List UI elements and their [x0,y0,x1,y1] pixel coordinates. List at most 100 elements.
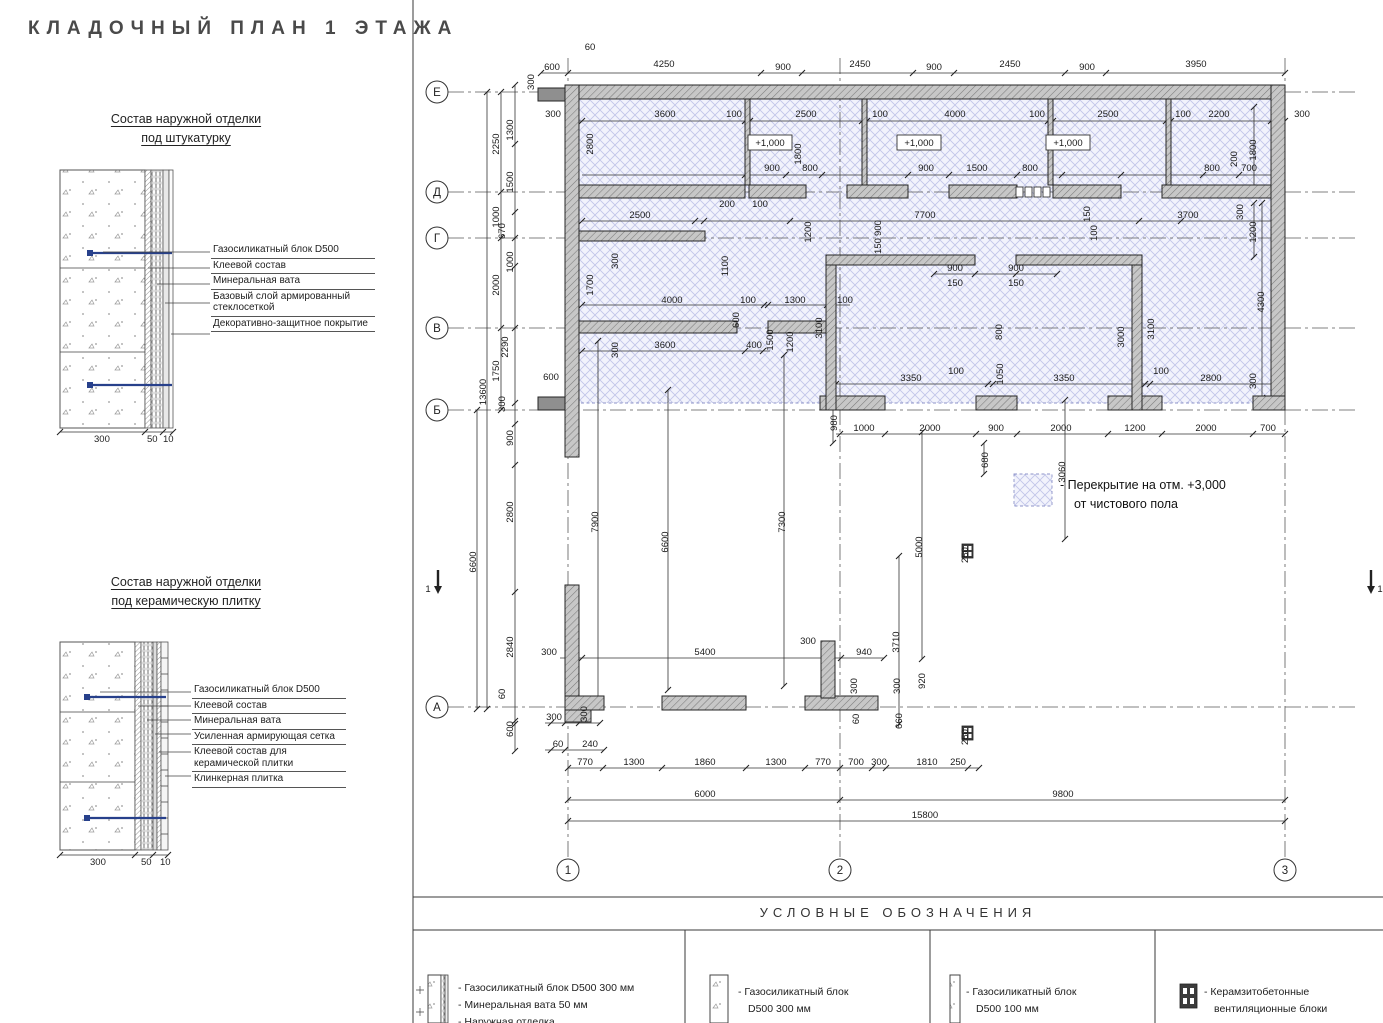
dim-label: 300 [892,678,903,694]
vent-blocks [961,186,1051,741]
dim-label: 2800 [1200,373,1221,384]
layer-label: Клинкерная плитка [192,772,346,788]
legend-item: - Газосиликатный блок D500 300 мм - Мине… [458,982,635,1023]
dim-label: 1200 [785,331,796,352]
walls [537,84,1286,723]
layer-label: Клеевой состав [192,699,346,714]
dim-label: 700 [848,757,864,768]
dim-label: 1050 [995,363,1006,384]
dim-label: 600 [505,721,516,737]
dim-label: 1300 [505,119,516,140]
dim-label: 2800 [505,501,516,522]
dim-label: 100 [1175,109,1191,120]
detail2-dim: 50 [141,857,152,868]
dim-label: 1500 [505,171,516,192]
dim-label: 900 [1008,263,1024,274]
dim-label: 7300 [777,511,788,532]
detail2-dim: 10 [160,857,171,868]
dim-label: 100 [1089,225,1100,241]
dim-label: 1 [425,584,430,595]
detail2-layer-list: Газосиликатный блок D500 Клеевой состав … [192,683,346,788]
detail1-dim: 300 [94,434,110,445]
dim-label: 1200 [803,221,814,242]
dim-label: 900 [505,430,516,446]
detail1-dim: 50 [147,434,158,445]
dim-label: 100 [726,109,742,120]
dim-label: 2500 [795,109,816,120]
dim-label: 100 [948,366,964,377]
axis-col-label: 2 [837,865,843,877]
layer-label: Усиленная армирующая сетка [192,730,346,745]
dim-label: 4250 [653,59,674,70]
legend-swatches [416,974,1198,1023]
dim-label: 2000 [1195,423,1216,434]
dim-label: 900 [775,62,791,73]
dim-label: 4000 [661,295,682,306]
axis-row-label: Д [433,187,441,199]
dim-label: 1860 [694,757,715,768]
dim-label: 660 [894,713,905,729]
legend-title: УСЛОВНЫЕ ОБОЗНАЧЕНИЯ [759,905,1037,920]
layer-label: Минеральная вата [192,714,346,730]
dim-label: 1300 [784,295,805,306]
dim-label: 300 [1235,204,1246,220]
detail1-heading: Состав наружной отделки под штукатурку [110,112,262,145]
dim-label: 1000 [505,251,516,272]
dim-label: 6600 [468,551,479,572]
dim-label: 600 [543,372,559,383]
dim-label: 3100 [1146,318,1157,339]
dim-label: 2000 [919,423,940,434]
dim-label: 3000 [1116,326,1127,347]
dim-label: 150 [1082,206,1093,222]
legend-item: - Газосиликатный блок D500 300 мм [738,986,849,1015]
dim-label: 2000 [1050,423,1071,434]
dim-label: 1000 [491,206,502,227]
dim-label: 60 [553,739,564,750]
dim-label: 300 [497,396,508,412]
dim-label: 1700 [585,274,596,295]
dim-label: 1500 [765,329,776,350]
dim-label: 200 [1229,151,1240,167]
dim-label: 100 [837,295,853,306]
dim-label: 800 [1204,163,1220,174]
dim-label: 2450 [999,59,1020,70]
axis-row-label: Е [433,87,441,99]
legend-item: - Газосиликатный блок D500 100 мм [966,986,1077,1015]
dim-label: 150 [947,278,963,289]
dim-label: 60 [585,42,596,53]
dim-label: 200 [719,199,735,210]
dim-label: 3710 [891,631,902,652]
layer-label: Газосиликатный блок D500 [211,243,375,259]
dim-label: 700 [1260,423,1276,434]
layer-label: Клеевой состав для керамической плитки [192,745,346,772]
slab-note: - Перекрытие на отм. +3,000 от чистового… [1060,478,1226,511]
dim-label: 900 [947,263,963,274]
dim-label: 600 [731,312,742,328]
dim-label: 300 [1294,109,1310,120]
dim-label: 700 [1241,163,1257,174]
dim-label: 300 [579,706,590,722]
vent-block-icon [961,543,974,559]
dim-label: 250 [950,757,966,768]
dim-label: 900 [926,62,942,73]
note-swatch [1013,473,1053,507]
dim-label: 1800 [1248,139,1259,160]
dim-label: 3350 [900,373,921,384]
vent-block-icon [961,725,974,741]
layer-label: Клеевой состав [211,259,375,274]
axis-row-label: А [433,702,441,714]
sheet-frame [412,0,1383,1023]
dim-label: 3060 [1057,461,1068,482]
dim-label: 15800 [912,810,938,821]
detail2-heading: Состав наружной отделки под керамическую… [110,575,262,608]
dim-label: 3600 [654,109,675,120]
dim-label: 13600 [478,379,489,405]
dim-label: 7900 [590,511,601,532]
dim-label: 150 [873,238,884,254]
dim-label: 7700 [914,210,935,221]
dim-label: 1800 [793,143,804,164]
dim-label: 6000 [694,789,715,800]
dim-label: 2250 [491,133,502,154]
